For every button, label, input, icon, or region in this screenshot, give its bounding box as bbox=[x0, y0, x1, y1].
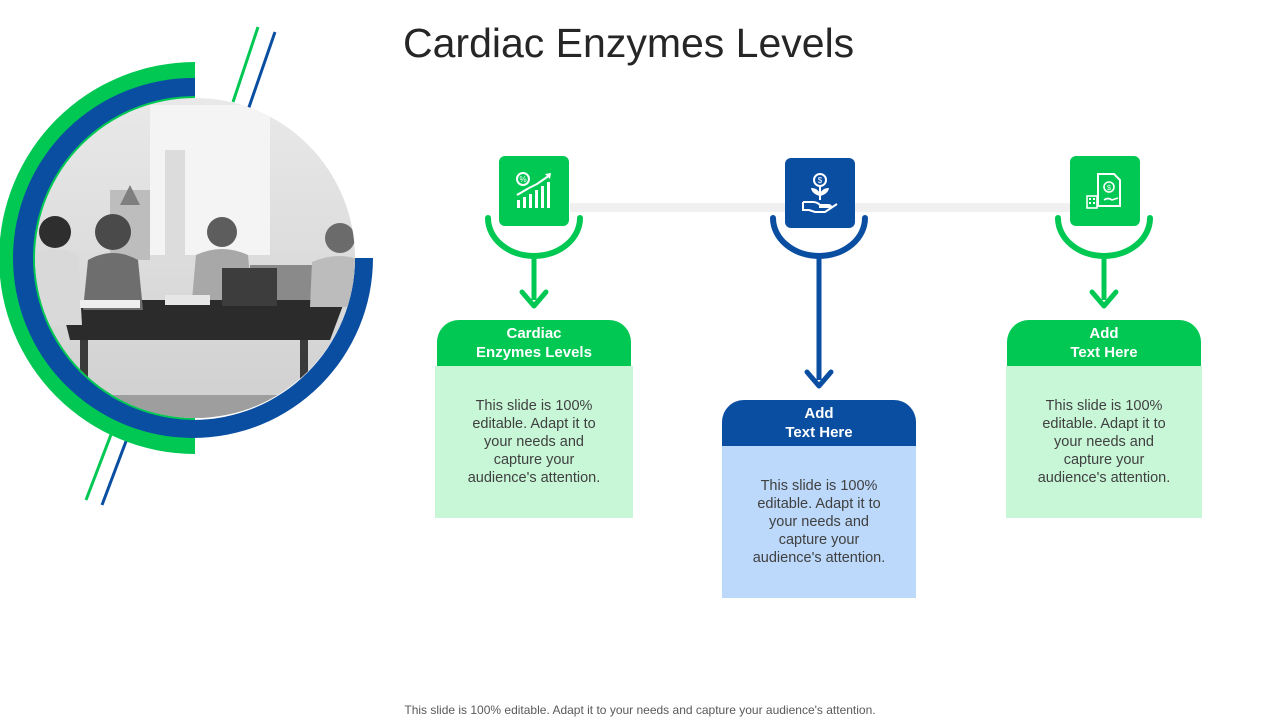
footnote: This slide is 100% editable. Adapt it to… bbox=[404, 703, 876, 717]
step-1-body: This slide is 100% editable. Adapt it to… bbox=[435, 366, 633, 518]
page-title: Cardiac Enzymes Levels bbox=[403, 20, 855, 66]
step-2-icon-box: $ bbox=[785, 158, 855, 228]
photo-decoration bbox=[0, 0, 400, 520]
step-1-heading: Cardiac Enzymes Levels bbox=[437, 320, 631, 366]
money-plant-hand-icon: $ bbox=[802, 173, 838, 213]
svg-text:$: $ bbox=[1107, 185, 1111, 192]
step-3-body: This slide is 100% editable. Adapt it to… bbox=[1006, 366, 1202, 518]
step-3-heading: Add Text Here bbox=[1007, 320, 1201, 366]
meeting-photo bbox=[0, 26, 374, 506]
step-1-icon-box: % bbox=[499, 156, 569, 226]
svg-text:$: $ bbox=[818, 176, 823, 185]
step-2-body: This slide is 100% editable. Adapt it to… bbox=[722, 446, 916, 598]
svg-text:%: % bbox=[519, 175, 526, 184]
financial-report-icon: $ bbox=[1086, 173, 1121, 209]
step-3-icon-box: $ bbox=[1070, 156, 1140, 226]
step-2-heading: Add Text Here bbox=[722, 400, 916, 446]
growth-chart-icon: % bbox=[516, 172, 551, 208]
